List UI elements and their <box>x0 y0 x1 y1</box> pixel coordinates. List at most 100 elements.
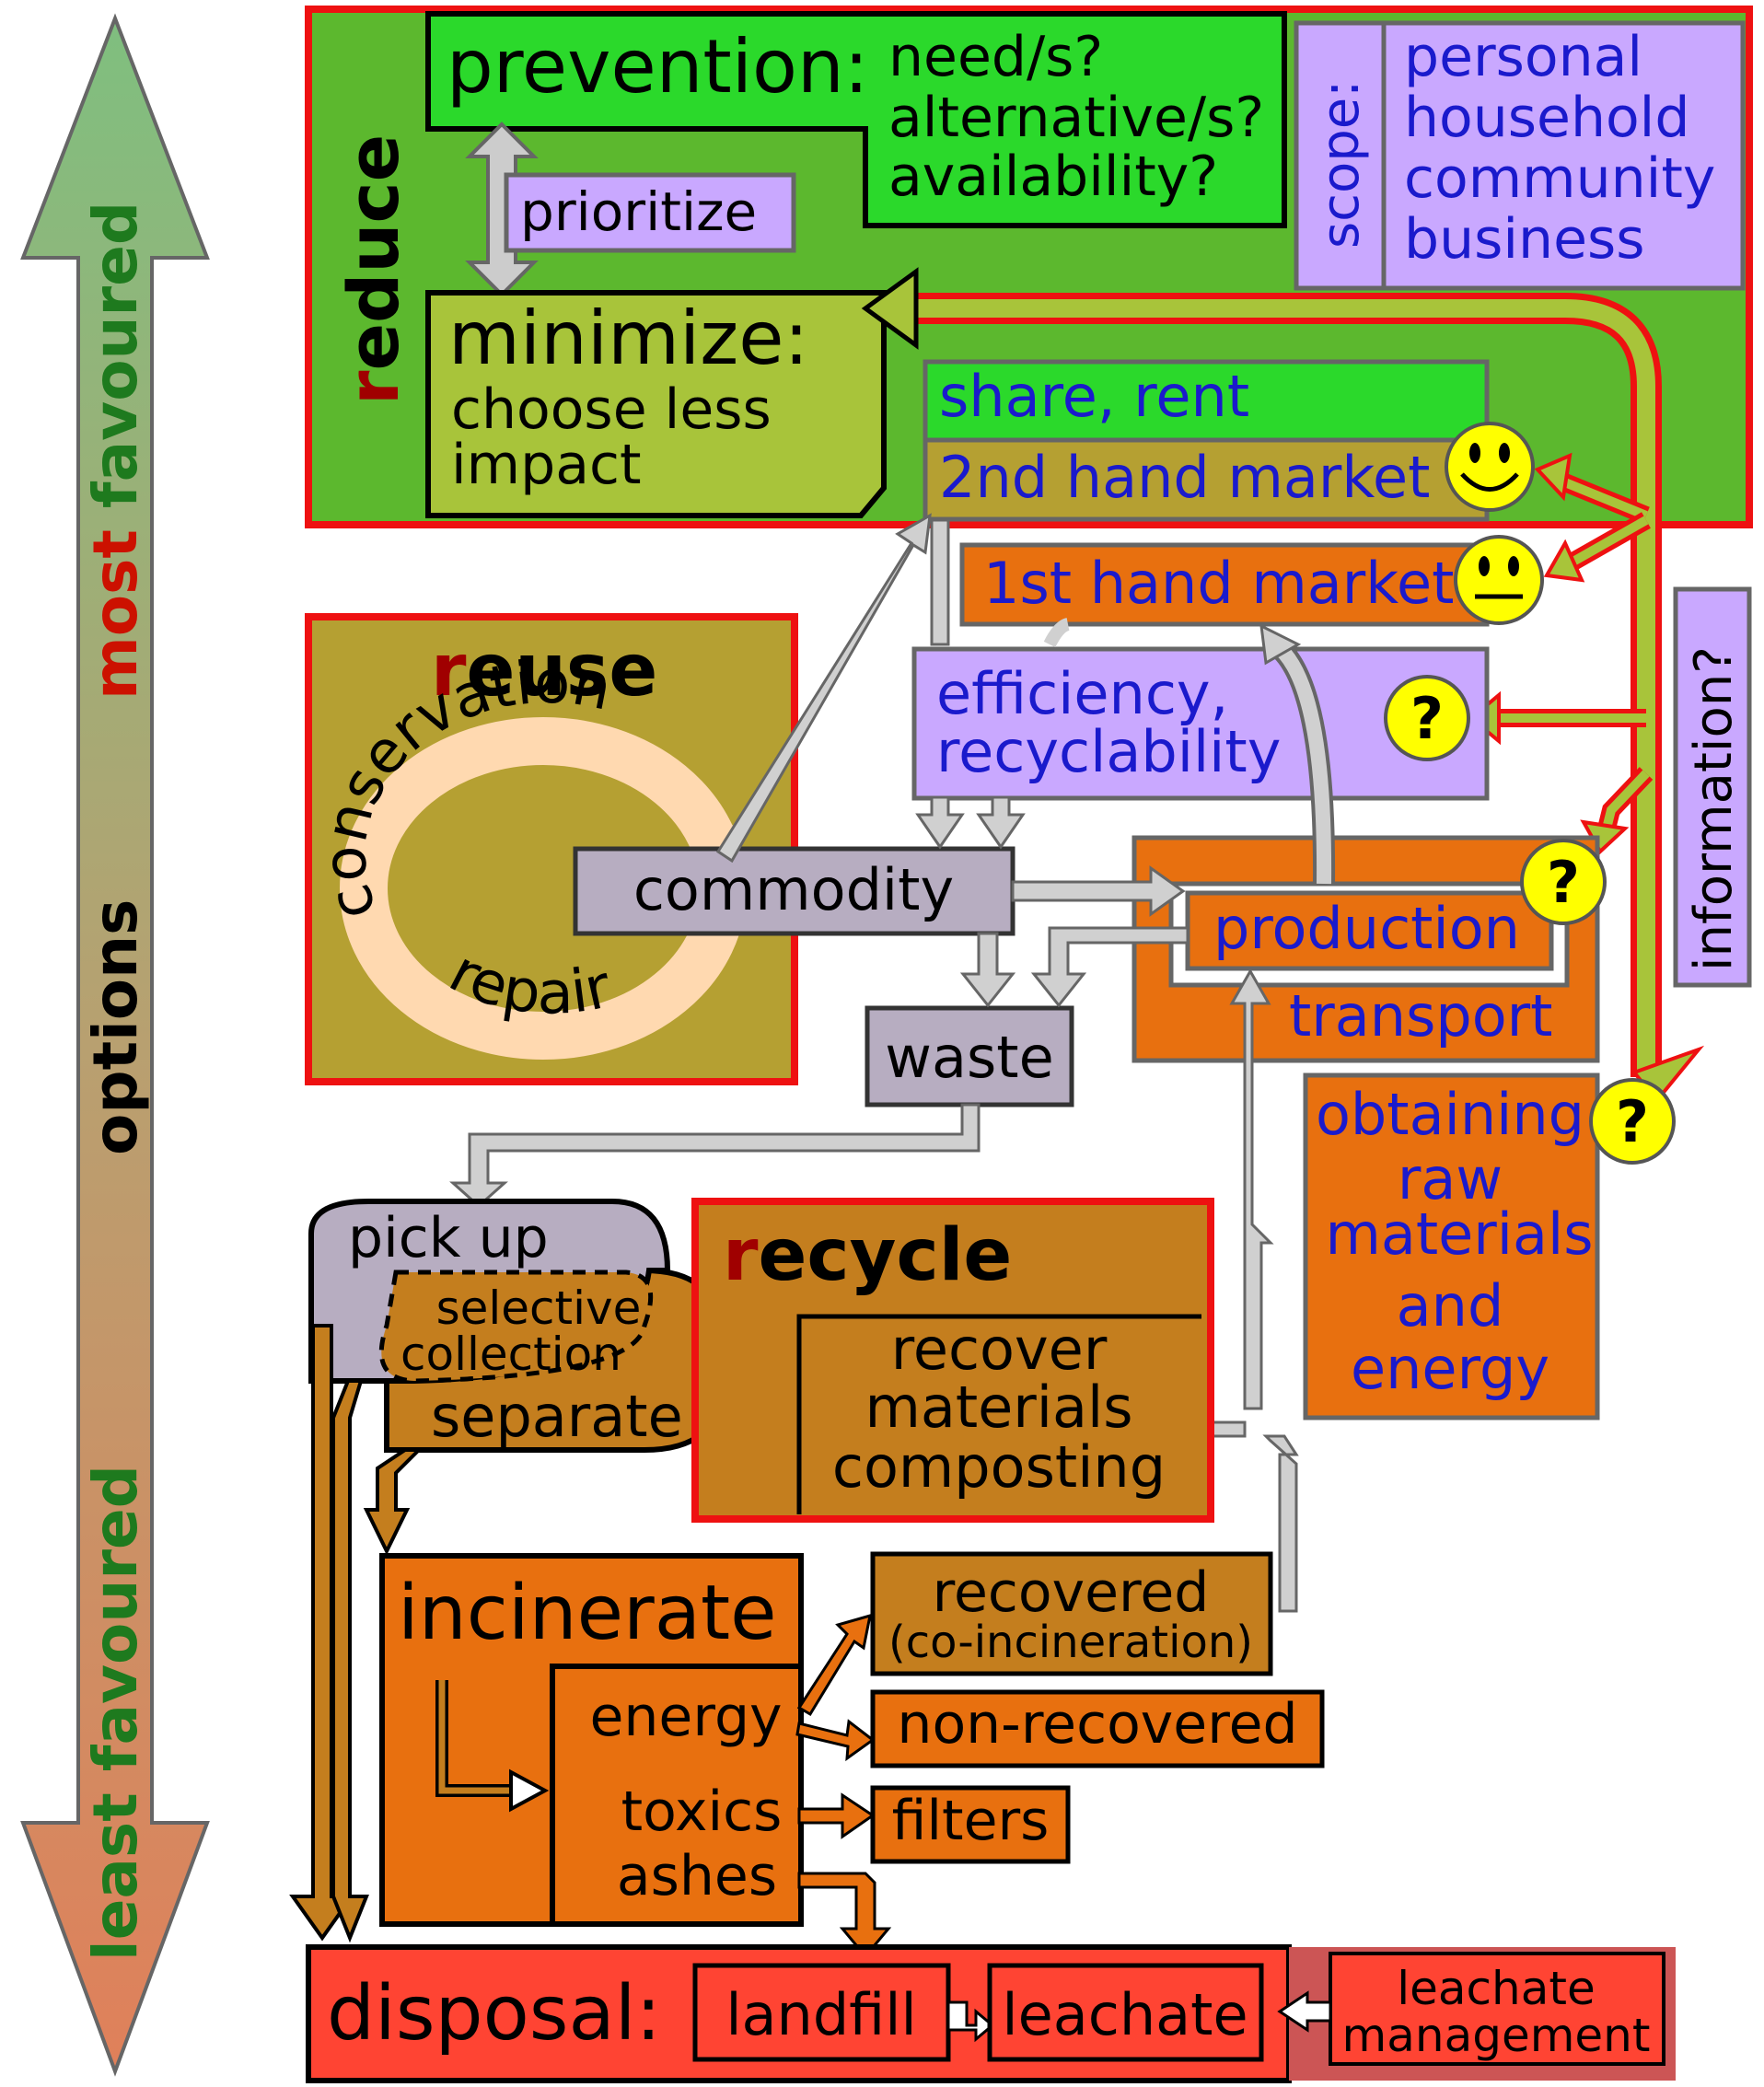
recovered-label: recovered <box>933 1560 1210 1625</box>
energy-label: energy <box>589 1685 782 1749</box>
neutral-face-icon <box>1454 535 1544 625</box>
waste-box <box>865 1005 1074 1107</box>
prevention-box <box>425 11 1287 228</box>
information-arrow-head <box>861 267 919 350</box>
waste-to-pickup-arrow <box>449 1103 981 1209</box>
scope-item-business: business <box>1404 207 1645 272</box>
scope-label: scope: <box>1311 80 1371 249</box>
filters-label: filters <box>892 1789 1050 1853</box>
recovered-to-production-arrow <box>1262 1434 1299 1613</box>
toxics-label: toxics <box>621 1780 783 1844</box>
commodity-box <box>573 846 1015 936</box>
prioritize-box <box>504 172 796 253</box>
efficiency-down-arrow-2 <box>976 795 1026 850</box>
pickup-section: pick up selective collection separate <box>308 1199 797 1453</box>
raw-line3: materials <box>1325 1200 1593 1268</box>
information-box <box>1673 586 1752 988</box>
raw-line2: raw <box>1398 1145 1503 1212</box>
markets: share, rent 2nd hand market 1st hand mar… <box>923 359 1544 627</box>
minimize-line2: impact <box>451 433 641 497</box>
cycle-arrow-head <box>700 801 737 861</box>
scope-item-household: household <box>1404 86 1689 150</box>
leachate-management-line1: leachate <box>1397 1962 1595 2015</box>
svg-text:?: ? <box>1410 685 1444 752</box>
landfill-box <box>692 1963 951 2062</box>
incinerate-output-arrows <box>795 1613 892 1959</box>
scope-label-box <box>1294 20 1387 291</box>
share-rent-label: share, rent <box>939 363 1249 430</box>
favour-axis: most favoured options least favoured <box>20 13 210 2077</box>
filters-box <box>870 1785 1071 1864</box>
recycle-line1: recover <box>891 1316 1108 1383</box>
leachate-box <box>987 1963 1264 2062</box>
recovered-box <box>870 1551 1273 1676</box>
incinerate-outputs-box <box>550 1664 804 1927</box>
raw-to-production-arrow <box>1229 968 1274 1410</box>
disposal-section: disposal: landfill leachate leachate man… <box>306 1944 1676 2083</box>
least-favoured-label: least favoured <box>80 1465 151 1961</box>
second-hand-market-box <box>923 437 1490 522</box>
question-icon-raw: ? <box>1589 1078 1676 1165</box>
recycle-line3: composting <box>832 1433 1166 1501</box>
transport-label: transport <box>1289 982 1552 1049</box>
reuse-title: reuse <box>431 630 657 713</box>
efficiency-line2: recyclability <box>936 718 1281 785</box>
grey-flow-arrows <box>449 513 1336 1613</box>
svg-text:?: ? <box>1547 849 1580 916</box>
raw-materials-box <box>1303 1072 1600 1420</box>
commodity-to-markets-arrow <box>715 513 932 864</box>
non-recovered-box <box>870 1689 1325 1768</box>
raw-line1: obtaining <box>1316 1081 1584 1148</box>
first-hand-market-label: 1st hand market <box>983 550 1454 617</box>
recycle-line2: materials <box>865 1374 1132 1441</box>
leachate-management-line2: management <box>1342 2009 1651 2062</box>
ashes-label: ashes <box>617 1844 777 1908</box>
scope-item-personal: personal <box>1404 25 1642 89</box>
most-favoured-label: most favoured <box>80 202 151 700</box>
selective-label: selective <box>436 1281 642 1335</box>
separate-label: separate <box>431 1383 683 1450</box>
options-label: options <box>80 899 151 1155</box>
waste-label: waste <box>885 1024 1053 1091</box>
incinerate-section: incinerate energy toxics ashes recovered… <box>379 1551 1325 1959</box>
information-label: information? <box>1684 646 1744 971</box>
pickup-label: pick up <box>348 1206 549 1270</box>
information-feedback: information? <box>861 267 1752 1104</box>
question-icon-production: ? <box>1520 839 1607 925</box>
commodity-label: commodity <box>633 856 954 923</box>
leachate-management-arrow <box>1277 1990 1332 2033</box>
prevention-question-need: need/s? <box>888 25 1103 89</box>
production-section: production transport ? <box>1132 835 1607 1063</box>
commodity-waste: commodity waste <box>573 846 1074 1107</box>
separate-to-incinerate-arrow <box>363 1448 424 1556</box>
landfill-label: landfill <box>725 1981 916 2048</box>
minimize-line1: choose less <box>451 377 772 442</box>
selective-collection-dashed <box>378 1270 654 1384</box>
first-hand-to-efficiency-line <box>1043 618 1071 648</box>
happy-face-icon <box>1445 422 1535 512</box>
share-rent-box <box>923 359 1490 443</box>
raw-line4: and <box>1397 1272 1504 1339</box>
market-to-efficiency-arrow <box>930 518 950 646</box>
scope-item-community: community <box>1404 146 1715 211</box>
recycle-section: recycle recover materials composting <box>691 1198 1214 1523</box>
efficiency-down-arrow-1 <box>915 795 965 850</box>
reduce-title: reduce <box>332 134 414 405</box>
pickup-to-disposal-arrow-2 <box>331 1379 369 1943</box>
minimize-box <box>425 290 887 518</box>
second-hand-market-label: 2nd hand market <box>939 444 1430 511</box>
prevention-question-availability: availability? <box>888 145 1218 209</box>
leachate-label: leachate <box>1002 1981 1248 2048</box>
favour-axis-arrow <box>20 13 210 2077</box>
non-recovered-label: non-recovered <box>897 1692 1297 1757</box>
prioritize-label: prioritize <box>520 180 757 243</box>
raw-materials-section: obtaining raw materials and energy ? <box>1303 1072 1676 1420</box>
svg-text:?: ? <box>1616 1088 1649 1155</box>
scope-list-box <box>1381 20 1746 291</box>
prevention-label: prevention: <box>447 24 869 110</box>
leachate-management-box <box>1329 1952 1665 2066</box>
raw-line5: energy <box>1351 1335 1549 1402</box>
question-icon-efficiency: ? <box>1384 675 1470 761</box>
recycle-inner-frame <box>796 1314 1201 1514</box>
